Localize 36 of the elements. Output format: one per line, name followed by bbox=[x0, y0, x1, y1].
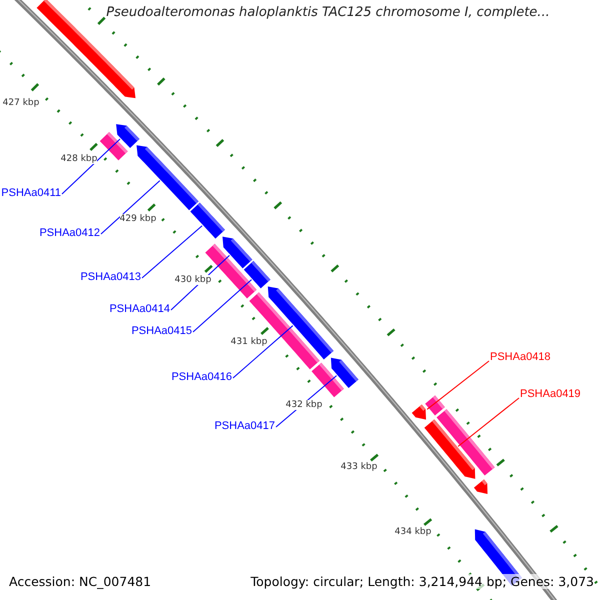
leader-line bbox=[232, 325, 294, 378]
gene-label: PSHAa0412 bbox=[39, 227, 100, 239]
gene-label: PSHAa0417 bbox=[214, 420, 275, 432]
leader-line bbox=[142, 225, 203, 278]
leader-line bbox=[458, 398, 520, 447]
gene-block bbox=[436, 409, 495, 476]
scale-label: 427 kbp bbox=[2, 98, 40, 108]
scale-label: 433 kbp bbox=[340, 462, 378, 472]
gene-label: PSHAa0414 bbox=[109, 303, 170, 315]
title: Pseudoalteromonas haloplanktis TAC125 chromosome I, complete... bbox=[106, 4, 550, 20]
gene-label: PSHAa0418 bbox=[490, 351, 551, 363]
gene-block bbox=[425, 395, 445, 416]
gene-label: PSHAa0419 bbox=[520, 388, 581, 400]
leader-line bbox=[62, 138, 121, 194]
gene-label: PSHAa0416 bbox=[171, 371, 232, 383]
gene-block bbox=[190, 202, 225, 239]
scale-label: 431 kbp bbox=[230, 337, 268, 347]
scale-label: 434 kbp bbox=[394, 527, 432, 537]
leader-line bbox=[192, 279, 252, 332]
genome-info-text: Topology: circular; Length: 3,214,944 bp; Genes: 3,073 bbox=[250, 574, 594, 588]
gene-block bbox=[249, 292, 320, 370]
scale-label: 428 kbp bbox=[60, 154, 98, 164]
gene-feature bbox=[136, 145, 199, 210]
leader-line bbox=[100, 180, 160, 234]
scale-label: 429 kbp bbox=[120, 214, 156, 224]
gene-block bbox=[312, 362, 344, 398]
gene-feature bbox=[412, 404, 426, 420]
leader-line bbox=[426, 360, 490, 410]
gene-label: PSHAa0413 bbox=[80, 271, 141, 283]
accession-text: Accession: NC_007481 bbox=[9, 574, 152, 588]
scale-label: 432 kbp bbox=[286, 400, 322, 410]
gene-label: PSHAa0415 bbox=[131, 325, 192, 337]
gene-block bbox=[100, 132, 128, 160]
scale-label: 430 kbp bbox=[174, 275, 212, 285]
gene-feature bbox=[474, 479, 488, 494]
gene-label: PSHAa0411 bbox=[1, 187, 61, 199]
